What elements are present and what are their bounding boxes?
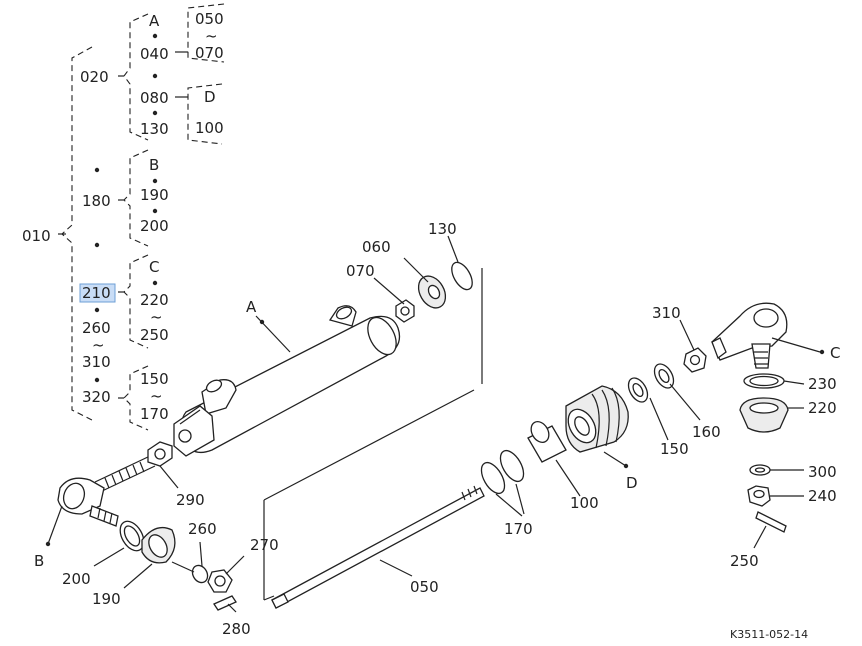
callout-200: 200 bbox=[62, 570, 91, 588]
callout-a: A bbox=[246, 298, 257, 316]
callout-170: 170 bbox=[504, 520, 533, 538]
tree-040: 040 bbox=[140, 45, 169, 63]
hierarchy-tree: 010 020 180 210 260 ~ 310 320 A 040 050 … bbox=[22, 3, 225, 431]
callout-290: 290 bbox=[176, 491, 205, 509]
callout-050: 050 bbox=[410, 578, 439, 596]
tree-tilde-4: ~ bbox=[150, 387, 163, 405]
callout-160: 160 bbox=[692, 423, 721, 441]
tree-c: C bbox=[149, 258, 159, 276]
tree-010: 010 bbox=[22, 227, 51, 245]
ball-stud-c bbox=[751, 343, 771, 369]
washer-260 bbox=[191, 564, 209, 584]
tree-320: 320 bbox=[82, 388, 111, 406]
tree-b: B bbox=[149, 156, 159, 174]
callout-060: 060 bbox=[362, 238, 391, 256]
callout-b: B bbox=[34, 552, 44, 570]
bracket-d bbox=[187, 83, 223, 145]
tree-100: 100 bbox=[195, 119, 224, 137]
callout-230: 230 bbox=[808, 375, 837, 393]
tree-170: 170 bbox=[140, 405, 169, 423]
callout-300: 300 bbox=[808, 463, 837, 481]
callout-220: 220 bbox=[808, 399, 837, 417]
callout-100: 100 bbox=[570, 494, 599, 512]
callout-240: 240 bbox=[808, 487, 837, 505]
tree-050: 050 bbox=[195, 10, 224, 28]
cotter-pin-250 bbox=[755, 511, 787, 533]
callout-250: 250 bbox=[730, 552, 759, 570]
tie-rod-end-b bbox=[57, 477, 237, 611]
tree-070: 070 bbox=[195, 44, 224, 62]
tree-260: 260 bbox=[82, 319, 111, 337]
selection-highlight bbox=[79, 283, 116, 303]
cylinder-end-cap bbox=[367, 316, 397, 356]
callout-070: 070 bbox=[346, 262, 375, 280]
callout-labels: A B C D 050 060 070 100 130 150 160 170 … bbox=[34, 220, 840, 638]
tree-210[interactable]: 210 bbox=[82, 284, 111, 302]
callout-190: 190 bbox=[92, 590, 121, 608]
callout-260: 260 bbox=[188, 520, 217, 538]
tree-130: 130 bbox=[140, 120, 169, 138]
o-ring-130 bbox=[451, 261, 473, 291]
tree-310: 310 bbox=[82, 353, 111, 371]
o-ring-170a bbox=[480, 461, 506, 495]
callout-280: 280 bbox=[222, 620, 251, 638]
tree-tilde-2: ~ bbox=[205, 27, 218, 45]
o-ring-170b bbox=[499, 449, 525, 483]
ball-socket bbox=[753, 308, 779, 328]
bracket-050-070 bbox=[187, 3, 225, 63]
cylinder-head bbox=[173, 405, 215, 457]
tree-080: 080 bbox=[140, 89, 169, 107]
callout-130: 130 bbox=[428, 220, 457, 238]
tree-tilde-3: ~ bbox=[150, 308, 163, 326]
cylinder-a bbox=[94, 305, 401, 493]
tree-020: 020 bbox=[80, 68, 109, 86]
callout-310: 310 bbox=[652, 304, 681, 322]
diagram-code: K3511-052-14 bbox=[730, 628, 808, 641]
tree-250: 250 bbox=[140, 326, 169, 344]
bracket-320 bbox=[123, 365, 149, 431]
leader-lines bbox=[45, 235, 825, 613]
piston-rod-050 bbox=[271, 487, 485, 609]
callout-c: C bbox=[830, 344, 840, 362]
ball-stud bbox=[89, 505, 119, 527]
tree-150: 150 bbox=[140, 370, 169, 388]
cotter-pin-280 bbox=[213, 595, 237, 611]
tie-rod-end-c bbox=[711, 302, 789, 533]
tree-tilde-1: ~ bbox=[92, 336, 105, 354]
tree-a: A bbox=[149, 12, 160, 30]
tree-190: 190 bbox=[140, 186, 169, 204]
tree-d: D bbox=[204, 88, 216, 106]
tree-220: 220 bbox=[140, 291, 169, 309]
callout-270: 270 bbox=[250, 536, 279, 554]
callout-150: 150 bbox=[660, 440, 689, 458]
tree-200: 200 bbox=[140, 217, 169, 235]
tree-180: 180 bbox=[82, 192, 111, 210]
callout-d: D bbox=[626, 474, 638, 492]
rod-assembly bbox=[263, 261, 707, 609]
